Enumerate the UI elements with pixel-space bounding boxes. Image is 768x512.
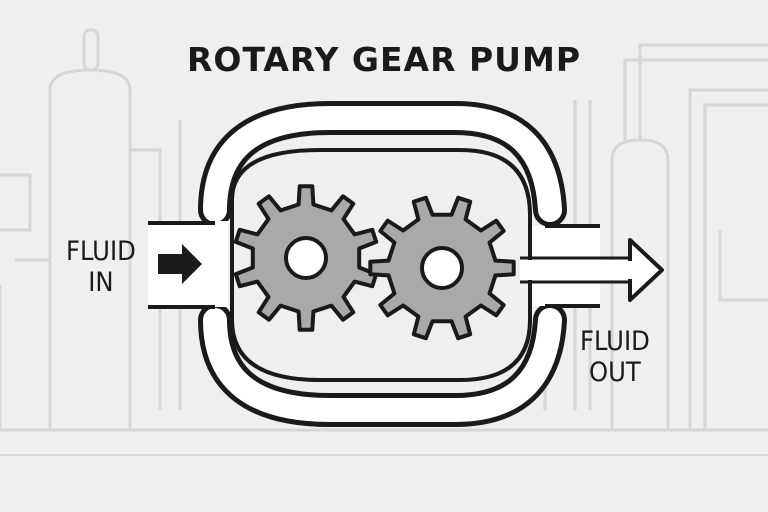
right-arrow-icon [158,244,202,284]
outlet-label-line1: FLUID [580,326,650,357]
gear-icon [233,184,379,332]
inlet-label-line2: IN [88,267,114,298]
gear-hub [420,246,464,290]
page-title: ROTARY GEAR PUMP [186,40,582,79]
outlet-flow-arrow [520,238,664,302]
inlet-label: FLUID IN [66,236,136,298]
outlet-label: FLUID OUT [580,326,650,388]
inlet-label-line1: FLUID [66,236,136,267]
gear-hub [284,236,328,280]
outlet-label-line2: OUT [589,357,641,388]
gear-icon [368,195,516,341]
